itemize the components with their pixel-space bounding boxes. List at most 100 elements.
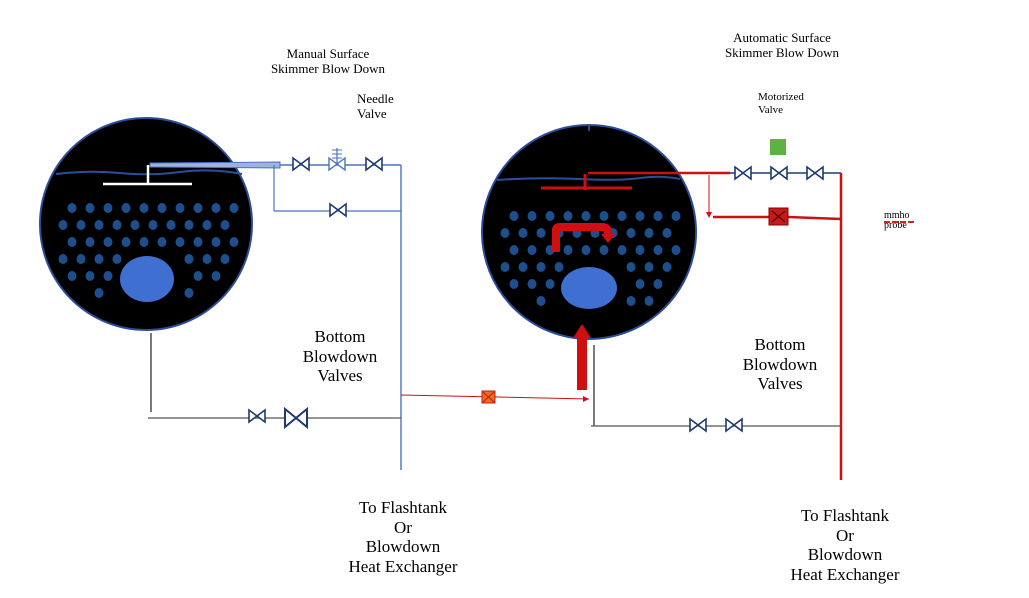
- right-surface-blowdown-piping: [588, 171, 843, 480]
- right-bottom-blowdown-piping: [591, 345, 841, 427]
- tube-dot: [103, 203, 113, 213]
- tube-dot: [193, 271, 203, 281]
- tube-dot: [184, 220, 194, 230]
- left-bottom-valve-1[interactable]: [248, 409, 266, 423]
- needle-valve-line-1: Needle: [357, 91, 394, 106]
- tube-dot: [103, 237, 113, 247]
- tube-dot: [644, 262, 654, 272]
- tube-dot: [653, 211, 663, 221]
- tube-dot: [220, 220, 230, 230]
- left-mud-drum: [120, 256, 174, 302]
- left-bottom-valve-2[interactable]: [284, 408, 308, 428]
- tube-dot: [85, 271, 95, 281]
- tube-dot: [94, 288, 104, 298]
- tube-dot: [644, 296, 654, 306]
- tube-dot: [554, 262, 564, 272]
- tube-dot: [581, 245, 591, 255]
- tube-dot: [166, 220, 176, 230]
- right-circulation-arrows: [552, 223, 615, 390]
- tube-dot: [211, 237, 221, 247]
- motorized-valve-line-2: Valve: [758, 103, 784, 116]
- tube-dot: [671, 211, 681, 221]
- tube-dot: [202, 254, 212, 264]
- left-skimmer-pipe: [103, 165, 192, 186]
- left-bypass-valve[interactable]: [329, 203, 347, 217]
- mmho-line-1: mmho: [884, 210, 910, 221]
- right-isolation-valve-1[interactable]: [734, 166, 752, 180]
- motorized-valve-symbol[interactable]: [770, 166, 788, 180]
- tube-dot: [536, 262, 546, 272]
- tube-dot: [527, 279, 537, 289]
- tube-dot: [211, 271, 221, 281]
- tube-dot: [635, 245, 645, 255]
- tube-dot: [509, 279, 519, 289]
- tube-dot: [518, 262, 528, 272]
- right-destination-line-1: To Flashtank: [800, 506, 890, 525]
- left-boiler: [39, 117, 253, 331]
- needle-valve-line-2: Valve: [357, 105, 387, 121]
- tube-dot: [518, 228, 528, 238]
- motorized-valve-label: Motorized Valve: [758, 91, 818, 116]
- manual-surface-line-1: Manual Surface: [286, 46, 370, 61]
- left-destination-line-2: Or: [394, 517, 412, 537]
- tube-dot: [545, 279, 555, 289]
- left-destination-label: To Flashtank Or Blowdown Heat Exchanger: [338, 498, 468, 576]
- tube-dot: [581, 211, 591, 221]
- right-isolation-valve-2[interactable]: [806, 166, 824, 180]
- needle-valve-symbol[interactable]: [328, 148, 346, 172]
- left-destination-line-3: Blowdown: [365, 537, 441, 557]
- tube-dot: [175, 203, 185, 213]
- tube-dot: [635, 279, 645, 289]
- tube-dot: [139, 237, 149, 247]
- tube-dot: [662, 262, 672, 272]
- motorized-actuator: [770, 139, 786, 155]
- right-bottom-valve-2[interactable]: [725, 418, 743, 432]
- motorized-valve-line-1: Motorized: [758, 91, 804, 103]
- needle-valve-label: Needle Valve: [357, 91, 407, 122]
- tube-dot: [85, 203, 95, 213]
- tube-dot: [94, 254, 104, 264]
- right-destination-line-2: Or: [836, 525, 854, 545]
- probe-dash-icon: [884, 221, 914, 223]
- tube-dot: [229, 237, 239, 247]
- tube-dot: [220, 254, 230, 264]
- automatic-surface-line-1: Automatic Surface: [733, 30, 831, 45]
- tube-dot: [184, 254, 194, 264]
- tube-dot: [193, 203, 203, 213]
- tube-dot: [536, 228, 546, 238]
- right-destination-line-4: Heat Exchanger: [790, 564, 900, 584]
- right-destination-line-3: Blowdown: [807, 545, 883, 565]
- right-bottom-valve-1[interactable]: [689, 418, 707, 432]
- right-skimmer-pipe: [541, 174, 632, 190]
- tube-dot: [653, 245, 663, 255]
- tube-dot: [626, 296, 636, 306]
- tube-dot: [536, 296, 546, 306]
- tube-dot: [545, 211, 555, 221]
- tube-dot: [103, 271, 113, 281]
- tube-dot: [626, 262, 636, 272]
- tube-dot: [76, 254, 86, 264]
- mmho-probe-label: mmho probe: [884, 210, 914, 231]
- right-tube-bank: [500, 211, 681, 306]
- tube-dot: [85, 237, 95, 247]
- tube-dot: [563, 211, 573, 221]
- tube-dot: [148, 220, 158, 230]
- tube-dot: [509, 211, 519, 221]
- tube-dot: [112, 220, 122, 230]
- manual-surface-label: Manual Surface Skimmer Blow Down: [258, 46, 398, 77]
- left-isolation-valve-1[interactable]: [292, 157, 310, 171]
- right-destination-label: To Flashtank Or Blowdown Heat Exchanger: [780, 506, 910, 584]
- tube-dot: [130, 220, 140, 230]
- tube-dot: [211, 203, 221, 213]
- tube-dot: [662, 228, 672, 238]
- tube-dot: [509, 245, 519, 255]
- left-bottom-line-2: Blowdown: [302, 346, 378, 366]
- left-isolation-valve-2[interactable]: [365, 157, 383, 171]
- tube-dot: [67, 203, 77, 213]
- left-tube-bank: [58, 203, 239, 298]
- manual-surface-line-2: Skimmer Blow Down: [270, 60, 386, 76]
- right-boiler: [481, 124, 697, 390]
- left-bottom-blowdown-label: Bottom Blowdown Valves: [290, 327, 390, 386]
- tube-dot: [157, 237, 167, 247]
- left-destination-line-1: To Flashtank: [358, 498, 448, 517]
